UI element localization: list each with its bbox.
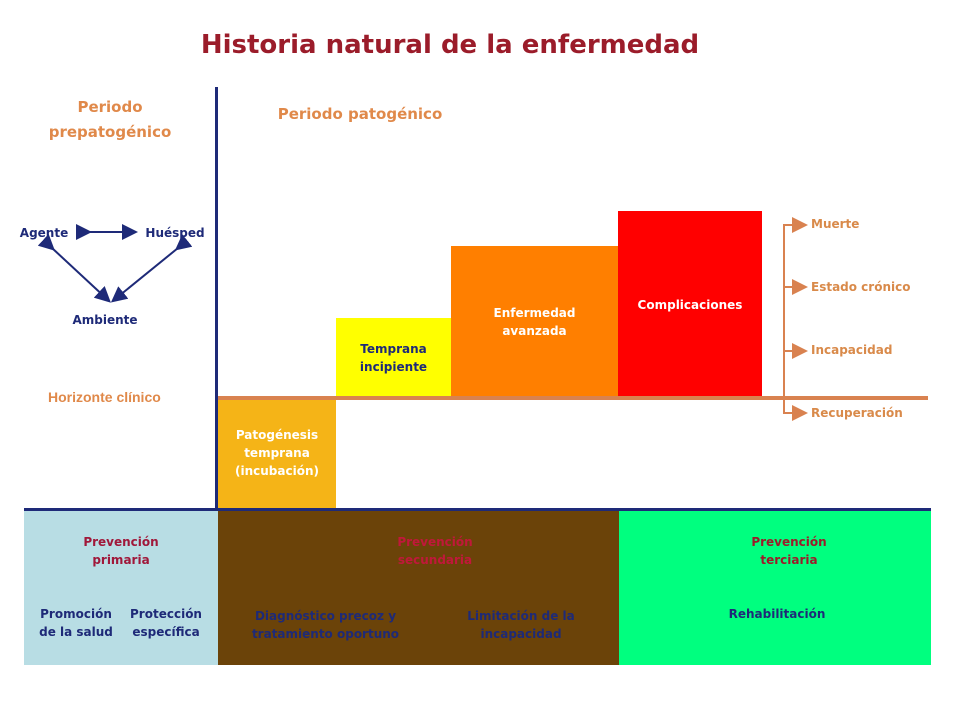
stage-early: Temprana incipiente	[336, 318, 451, 398]
specific-protection-label: Protección específica	[130, 607, 202, 639]
disability-limitation-label: Limitación de la incapacidad	[467, 609, 575, 641]
primary-prevention-title: Prevención primaria	[83, 535, 159, 567]
host-environment-arrow	[110, 234, 193, 303]
prepathogenic-period-label: Periodo prepatogénico	[48, 98, 172, 141]
horizontal-axis	[24, 508, 931, 511]
outcome-recovery: Recuperación	[811, 406, 903, 420]
pathogenic-period-label: Periodo patogénico	[277, 105, 443, 123]
triad-arrows	[37, 224, 193, 303]
clinical-horizon-label: Horizonte clínico	[48, 389, 161, 405]
outcome-disability: Incapacidad	[811, 343, 893, 357]
page-title: Historia natural de la enfermedad	[200, 30, 700, 60]
stage-incubation: Patogénesis temprana (incubación)	[218, 398, 336, 508]
outcome-arrows	[783, 217, 808, 421]
agent-environment-arrow	[37, 233, 111, 303]
tertiary-prevention-panel: Prevención terciaria Rehabilitación	[619, 511, 931, 665]
vertical-axis	[215, 87, 218, 511]
outcome-chronic: Estado crónico	[811, 280, 911, 294]
environment-label: Ambiente	[72, 313, 138, 327]
tertiary-prevention-title: Prevención terciaria	[751, 535, 827, 567]
secondary-prevention-panel: Prevención secundaria Diagnóstico precoz…	[218, 511, 619, 665]
early-diagnosis-label: Diagnóstico precoz y tratamiento oportun…	[251, 609, 400, 641]
clinical-horizon-line	[218, 396, 928, 400]
stage-advanced: Enfermedad avanzada	[451, 246, 618, 398]
outcome-death: Muerte	[811, 217, 860, 231]
secondary-prevention-title: Prevención secundaria	[397, 535, 473, 567]
rehabilitation-label: Rehabilitación	[728, 607, 826, 621]
stage-complications: Complicaciones	[618, 211, 762, 398]
health-promotion-label: Promoción de la salud	[39, 607, 113, 639]
primary-prevention-panel: Prevención primaria Promoción de la salu…	[24, 511, 218, 665]
